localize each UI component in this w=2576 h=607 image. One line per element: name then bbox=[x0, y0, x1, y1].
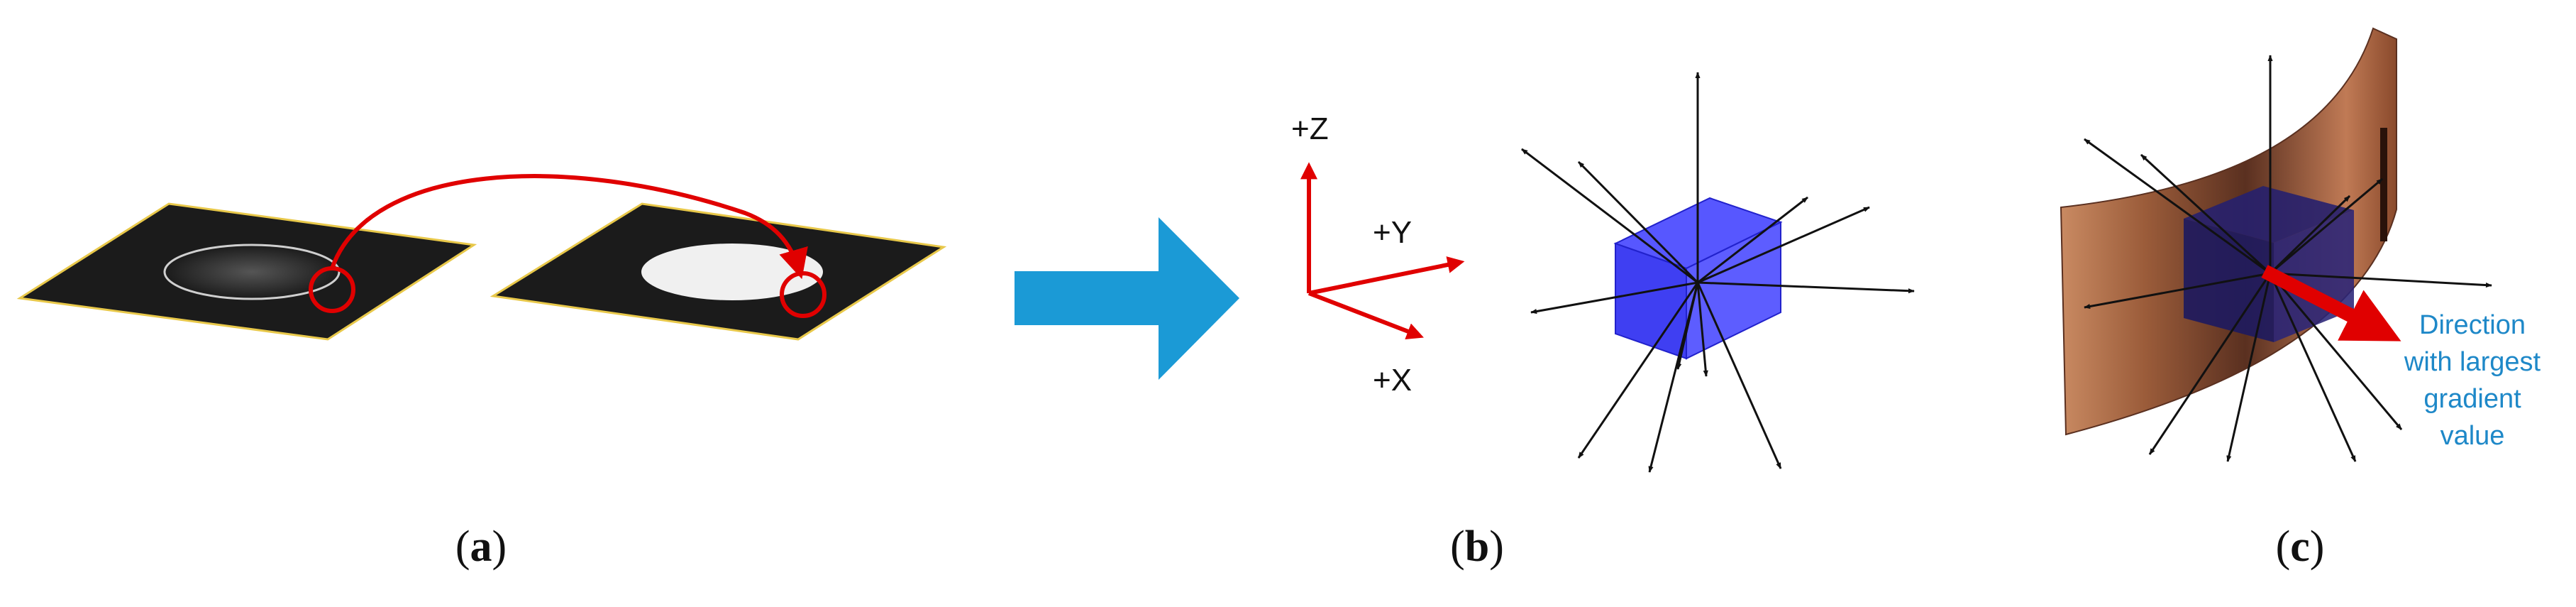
ray bbox=[1696, 282, 1708, 377]
ray bbox=[2269, 273, 2403, 430]
curved-transfer-arrow bbox=[330, 174, 808, 280]
ray bbox=[2084, 272, 2271, 310]
panel-label-c: (c) bbox=[2276, 523, 2325, 571]
ray bbox=[1577, 160, 1699, 284]
ray bbox=[1696, 282, 1782, 469]
ray bbox=[1697, 206, 1870, 284]
ray bbox=[2140, 153, 2272, 275]
ray bbox=[1577, 282, 1699, 459]
ray bbox=[1530, 281, 1698, 315]
direction-rays-c bbox=[2084, 55, 2492, 462]
ray bbox=[2269, 195, 2351, 275]
slice-left-region-outline bbox=[163, 244, 341, 300]
annotation-line-4: value bbox=[2440, 421, 2505, 451]
ray bbox=[1697, 281, 1915, 294]
voxel-cube-c bbox=[2184, 186, 2354, 342]
ray bbox=[2226, 273, 2272, 462]
ray bbox=[1676, 282, 1699, 370]
slice-right-filled-region bbox=[641, 244, 823, 300]
panel-a bbox=[16, 174, 947, 341]
panel-label-b: (b) bbox=[1450, 523, 1504, 571]
annotation-line-3: gradient bbox=[2423, 384, 2521, 414]
panel-label-a: (a) bbox=[455, 523, 507, 571]
process-arrow bbox=[1015, 217, 1239, 380]
axis-x-label: +X bbox=[1373, 363, 1412, 398]
axis-z-label: +Z bbox=[1291, 111, 1329, 146]
annotation-line-1: Direction bbox=[2419, 310, 2526, 340]
ray bbox=[1521, 148, 1698, 284]
axis-y-label: +Y bbox=[1373, 215, 1412, 250]
ray bbox=[2269, 273, 2357, 462]
annotation-line-2: with largest bbox=[2404, 347, 2541, 377]
gradient-annotation: Direction with largest gradient value bbox=[2404, 310, 2541, 451]
panel-c: Direction with largest gradient value bbox=[2060, 27, 2541, 462]
cube-c-top-face bbox=[2184, 186, 2354, 243]
axis-y-arrow bbox=[1308, 256, 1465, 295]
largest-gradient-arrow bbox=[2261, 265, 2401, 341]
direction-rays-b bbox=[1521, 72, 1915, 473]
ray bbox=[2270, 177, 2383, 275]
axis-x-arrow bbox=[1308, 291, 1424, 340]
ray bbox=[1697, 196, 1808, 284]
panel-b: +Z +Y +X bbox=[1291, 72, 1915, 473]
axis-triad: +Z +Y +X bbox=[1291, 111, 1465, 398]
ray bbox=[2148, 273, 2272, 455]
ray bbox=[2270, 272, 2492, 288]
ray bbox=[2084, 138, 2271, 275]
